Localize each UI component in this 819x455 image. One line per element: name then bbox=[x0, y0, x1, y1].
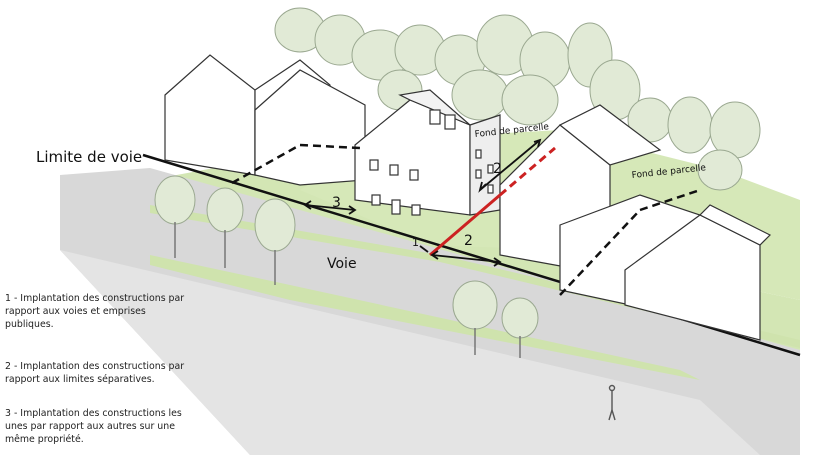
separative-limit-solid bbox=[429, 193, 501, 257]
voie-label: Voie bbox=[327, 256, 357, 272]
legend-3-line-1: 3 - Implantation des constructions les bbox=[5, 408, 182, 419]
legend-2-line-1: 2 - Implantation des constructions par bbox=[5, 361, 185, 372]
legend-3-line-3: même propriété. bbox=[5, 434, 84, 445]
legend-1-line-3: publiques. bbox=[5, 319, 54, 330]
legend-1-line-1: 1 - Implantation des constructions par bbox=[5, 293, 185, 304]
legend-item-3: 3 - Implantation des constructions les u… bbox=[5, 407, 235, 446]
tree-trunks bbox=[174, 222, 521, 358]
pedestrian-figure bbox=[608, 384, 616, 421]
houses-right bbox=[499, 104, 772, 341]
marker-3: 3 bbox=[332, 195, 341, 211]
street-trees bbox=[154, 175, 539, 339]
sidewalk-near bbox=[60, 250, 760, 455]
houses-left bbox=[164, 54, 366, 186]
legend-1-line-2: rapport aux voies et emprises bbox=[5, 306, 146, 317]
marker-2-front: 2 bbox=[464, 233, 473, 249]
dashed-construction-lines bbox=[231, 143, 701, 296]
legend-item-2: 2 - Implantation des constructions par r… bbox=[5, 360, 235, 386]
dimension-arrows bbox=[303, 138, 542, 267]
legend-item-1: 1 - Implantation des constructions par r… bbox=[5, 292, 235, 331]
background-trees bbox=[274, 7, 761, 191]
marker-1: 1 bbox=[412, 236, 419, 249]
grass-verge-lower bbox=[150, 255, 700, 380]
marker-2-side: 2 bbox=[493, 161, 502, 177]
central-house bbox=[354, 89, 501, 216]
legend-2-line-2: rapport aux limites séparatives. bbox=[5, 374, 155, 385]
legend-3-line-2: unes par rapport aux autres sur une bbox=[5, 421, 175, 432]
limite-voie-label: Limite de voie bbox=[36, 148, 142, 166]
